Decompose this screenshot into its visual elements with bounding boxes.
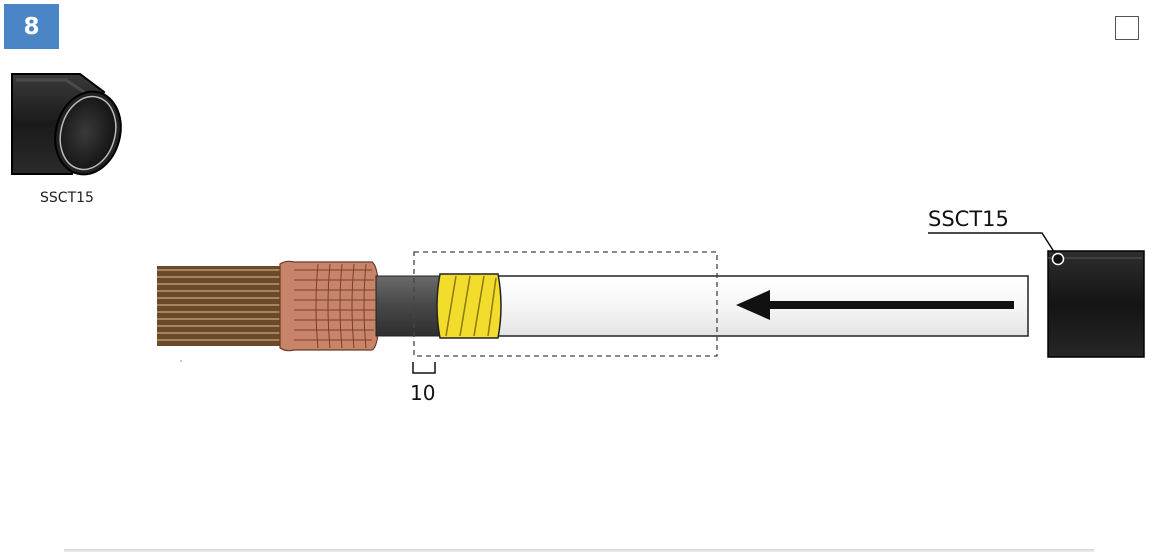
step-number: 8 (23, 13, 40, 40)
heat-shrink-tube-icon (11, 73, 122, 176)
step-number-badge: 8 (4, 4, 59, 49)
dimension-value: 10 (410, 381, 435, 405)
footer-divider (64, 549, 1094, 552)
heat-shrink-tube (1047, 250, 1145, 358)
part-code-label: SSCT15 (40, 190, 94, 206)
callout-leader (928, 232, 1065, 266)
slide-direction-arrow (736, 290, 1014, 320)
semiconductive-layer (375, 275, 443, 337)
yellow-tape (436, 273, 502, 339)
callout-label: SSCT15 (928, 207, 1009, 231)
focus-frame (413, 251, 718, 357)
cable-cores (157, 266, 287, 346)
dimension-bracket (412, 362, 436, 374)
stray-dot (180, 360, 182, 362)
step-complete-checkbox[interactable] (1115, 16, 1139, 40)
copper-screen (279, 260, 379, 352)
